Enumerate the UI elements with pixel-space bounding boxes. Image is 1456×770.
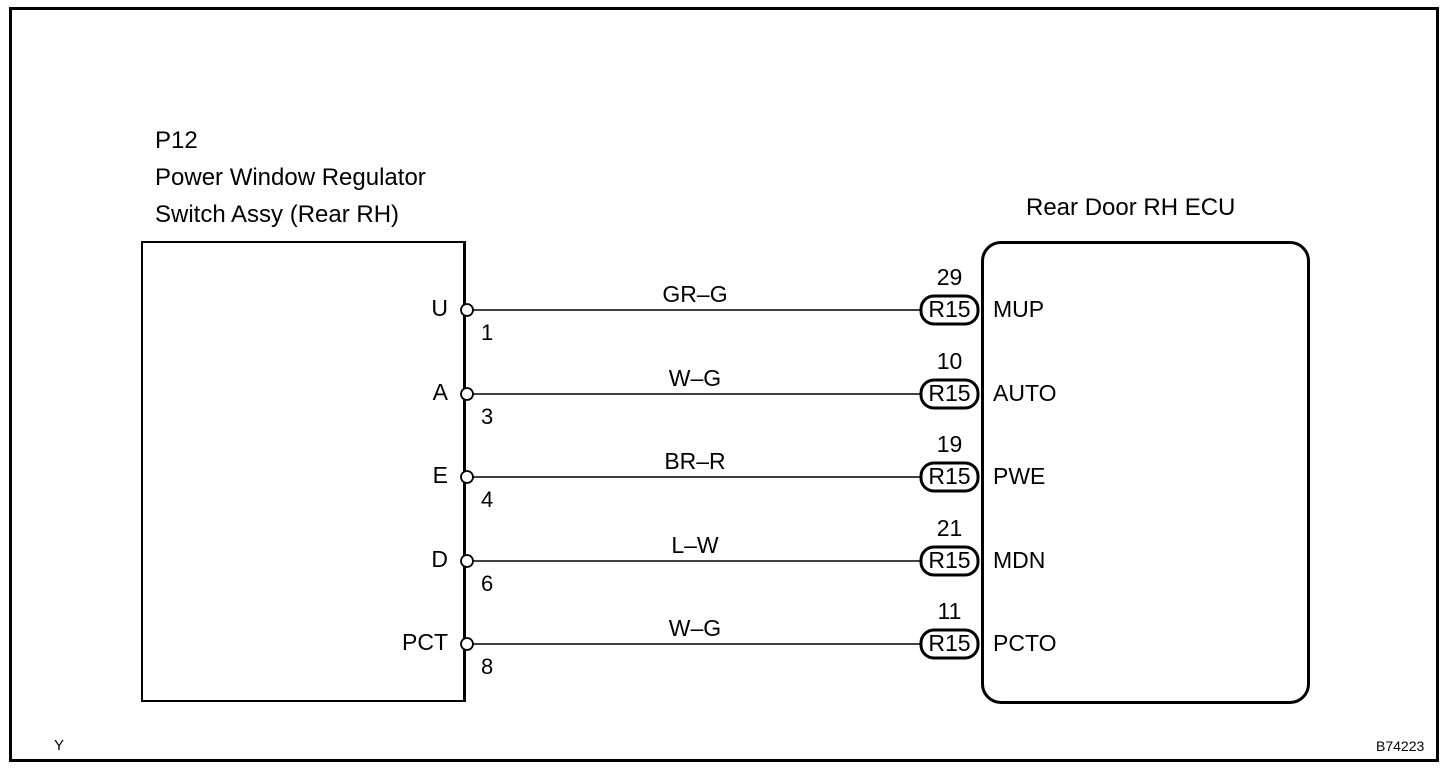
switch-terminal-label: PCT (402, 629, 448, 655)
switch-terminal-label: E (432, 462, 448, 488)
switch-pin-number: 8 (481, 654, 494, 679)
corner-mark: Y (54, 737, 65, 754)
terminal-circle-icon (460, 303, 474, 317)
ecu-pin-number: 29 (936, 264, 963, 290)
terminal-circle-icon (460, 387, 474, 401)
switch-terminal-label: A (432, 379, 448, 405)
connector-code: R15 (928, 463, 971, 489)
connector-pill (919, 294, 980, 326)
switch-name-line1: Power Window Regulator (155, 164, 426, 191)
switch-name-line2: Switch Assy (Rear RH) (155, 201, 400, 228)
connector-pill (919, 378, 980, 410)
wire-color-label: BR–R (664, 448, 726, 474)
switch-pin-number: 4 (481, 487, 494, 512)
ecu-terminal-label: MUP (993, 296, 1045, 322)
figure-id: B74223 (1376, 738, 1425, 754)
terminal-circle-icon (460, 470, 474, 484)
ecu-terminal-label: AUTO (993, 380, 1057, 406)
ecu-pin-number: 10 (936, 348, 963, 374)
terminal-circle-icon (460, 637, 474, 651)
terminal-circle-icon (460, 554, 474, 568)
switch-terminal-label: D (431, 546, 448, 572)
connector-code: R15 (928, 296, 971, 322)
ecu-pin-number: 21 (936, 515, 963, 541)
connector-code: R15 (928, 547, 971, 573)
diagram-frame (9, 7, 1439, 762)
ecu-terminal-label: MDN (993, 547, 1046, 573)
wire-color-label: W–G (668, 615, 722, 641)
ecu-name: Rear Door RH ECU (1026, 194, 1236, 221)
ecu-terminal-label: PCTO (993, 630, 1057, 656)
ecu-pin-number: 11 (937, 598, 962, 624)
wire-color-label: W–G (668, 365, 722, 391)
connector-pill (919, 628, 980, 660)
switch-pin-number: 1 (481, 320, 494, 345)
connector-pill (919, 461, 980, 493)
connector-code: R15 (928, 630, 971, 656)
switch-terminal-label: U (431, 295, 448, 321)
ecu-pin-number: 19 (936, 431, 963, 457)
switch-pin-number: 3 (481, 404, 494, 429)
wire-color-label: L–W (671, 532, 719, 558)
connector-pill (919, 545, 980, 577)
ecu-box (981, 241, 1310, 704)
switch-pin-number: 6 (481, 571, 494, 596)
switch-code: P12 (155, 127, 198, 154)
ecu-terminal-label: PWE (993, 463, 1046, 489)
wire-color-label: GR–G (662, 281, 728, 307)
connector-code: R15 (928, 380, 971, 406)
